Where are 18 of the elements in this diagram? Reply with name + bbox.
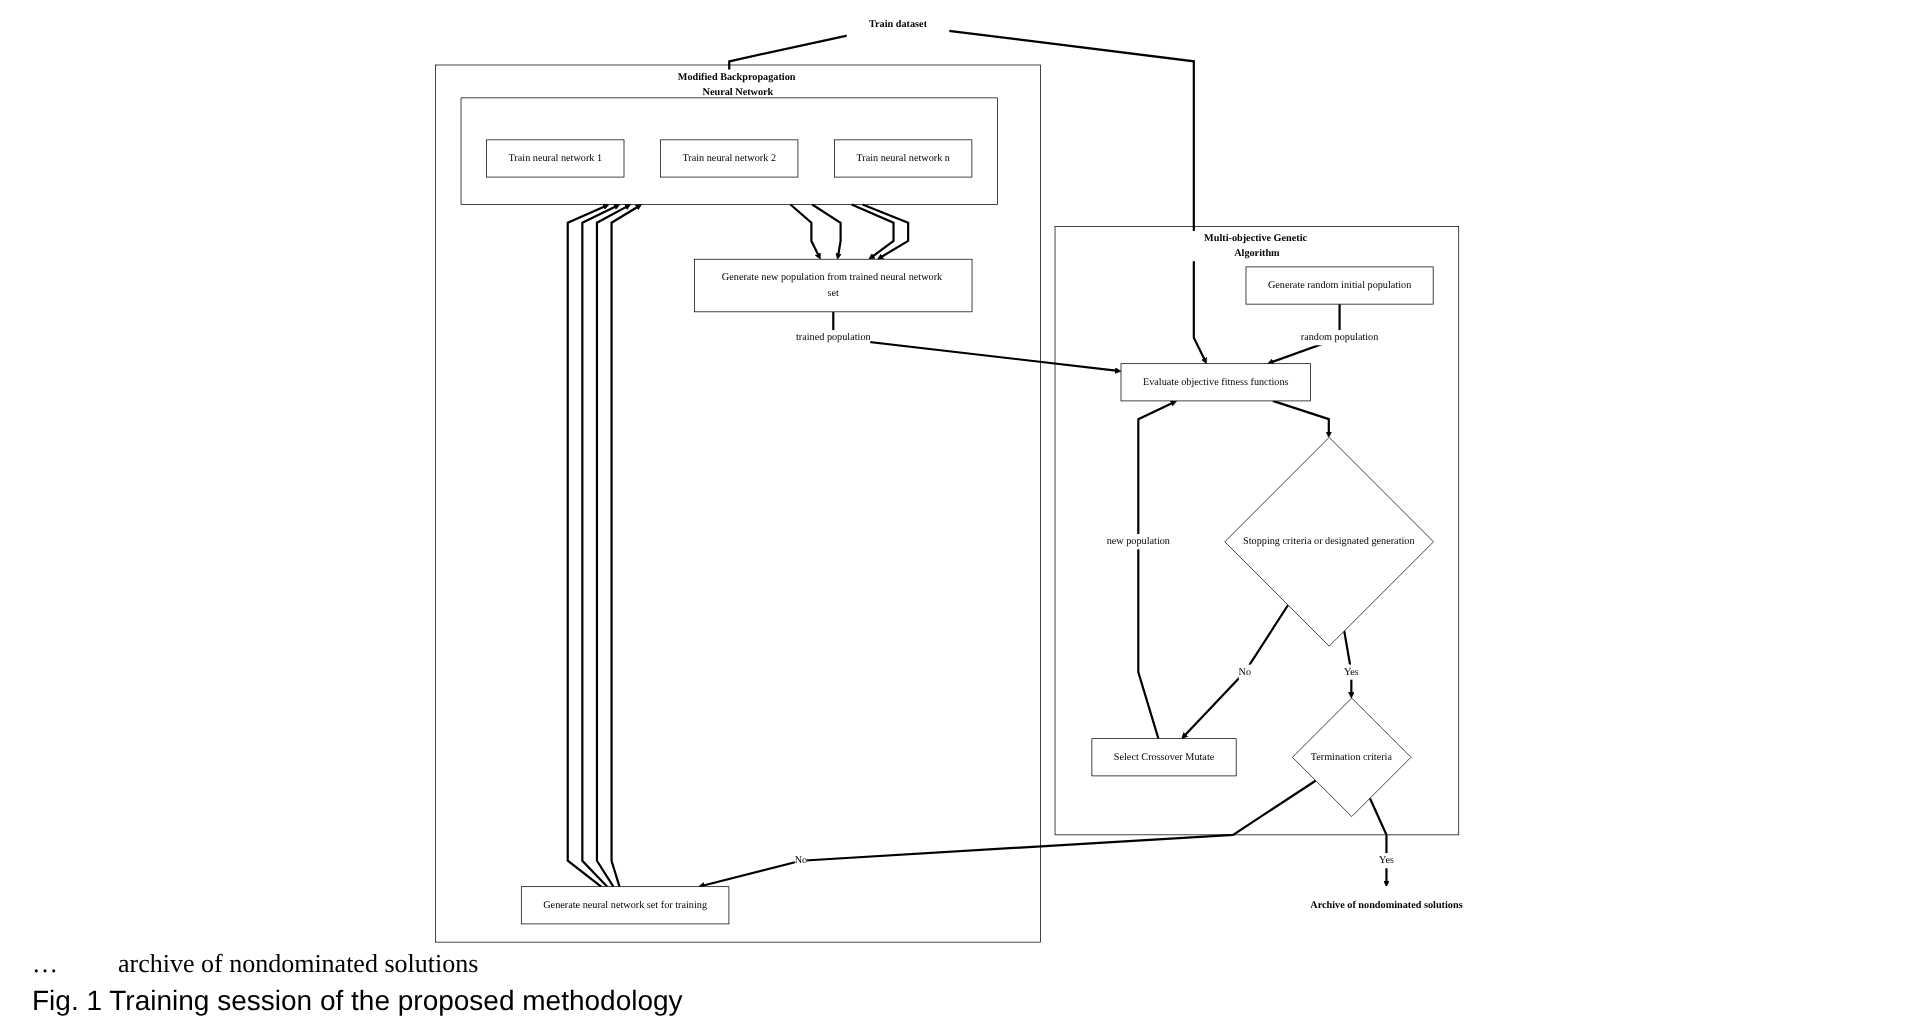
- arrow: [566, 203, 610, 888]
- cluster: [460, 97, 998, 205]
- arrow: [1272, 399, 1332, 438]
- note-text: …: [32, 948, 58, 980]
- figure-caption: Fig. 1 Training session of the proposed methodology: [30, 982, 685, 1020]
- arrow: [1368, 797, 1390, 887]
- note-text: archive of nondominated solutions: [118, 948, 479, 980]
- arrow: [595, 204, 631, 888]
- arrow: [789, 203, 821, 260]
- arrow: [1181, 604, 1289, 739]
- arrow: [1137, 400, 1177, 739]
- arrow: [862, 203, 910, 260]
- arrow: [851, 203, 895, 260]
- arrow: [811, 203, 842, 260]
- arrow: [610, 204, 642, 887]
- arrow: [698, 779, 1317, 889]
- arrow: [948, 29, 1207, 364]
- arrow: [581, 204, 621, 888]
